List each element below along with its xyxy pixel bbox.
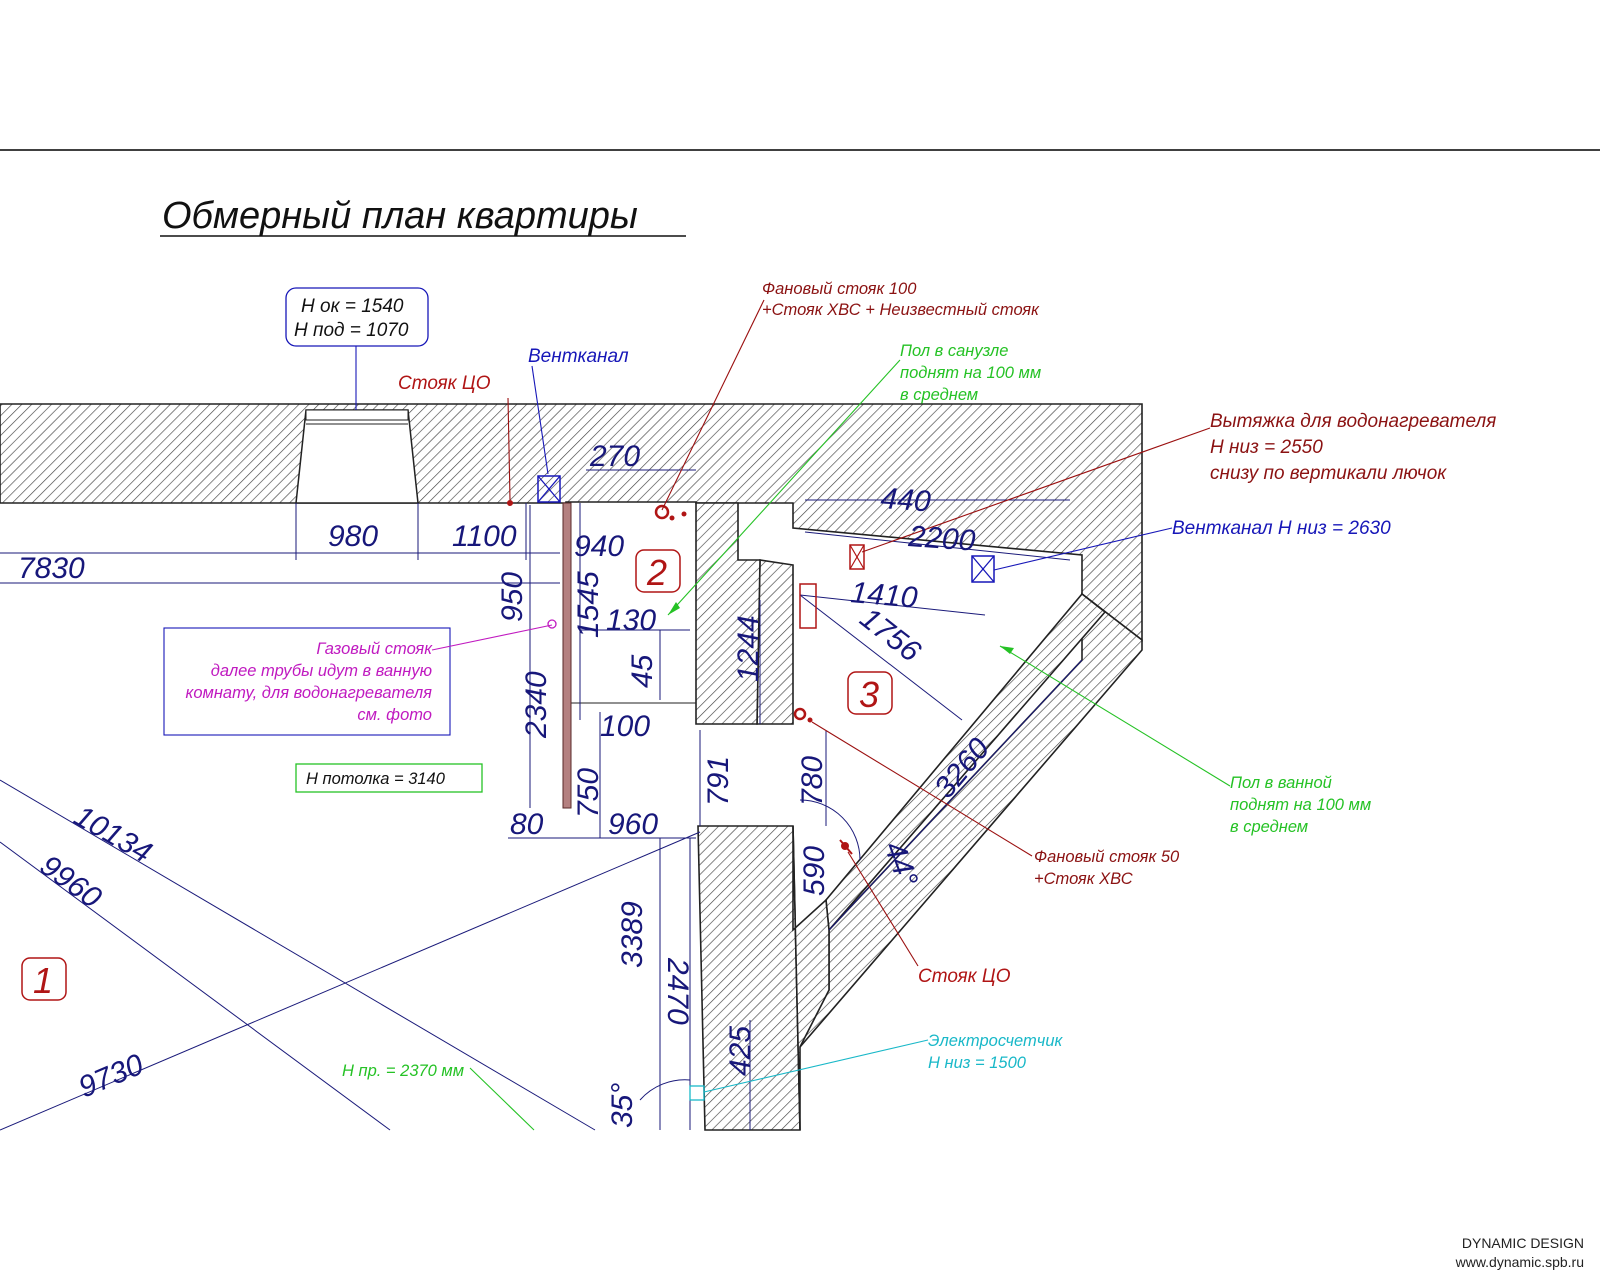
footer-company: DYNAMIC DESIGN — [1462, 1235, 1584, 1251]
leader-riser-co-top — [507, 397, 511, 501]
label-floor-wc-line3: в среднем — [900, 386, 978, 404]
dim-1100: 1100 — [452, 520, 517, 553]
leader-fan-50 — [811, 721, 1033, 857]
dim-130: 130 — [606, 604, 656, 637]
leader-vent-right — [993, 527, 1173, 571]
dim-1410: 1410 — [849, 576, 919, 615]
dimension-lines — [0, 469, 1083, 1131]
dim-270: 270 — [589, 440, 640, 473]
label-fan-100-line2: +Стояк ХВС + Неизвестный стояк — [762, 301, 1040, 319]
leader-floor-bath — [999, 645, 1231, 787]
ceiling-height-callout: H потолка = 3140 — [295, 763, 483, 793]
dim-1545: 1545 — [572, 571, 605, 638]
svg-text:H потолка = 3140: H потолка = 3140 — [306, 770, 446, 788]
dim-780: 780 — [796, 756, 829, 806]
partition-strip — [562, 502, 572, 809]
svg-text:1: 1 — [33, 960, 53, 1001]
dim-750: 750 — [572, 768, 605, 818]
label-fan-50-line2: +Стояк ХВС — [1034, 870, 1133, 888]
vent-channel-icon — [537, 475, 561, 503]
label-floor-wc-line1: Пол в санузле — [900, 342, 1008, 360]
svg-text:2: 2 — [646, 552, 667, 593]
dim-960: 960 — [608, 808, 658, 841]
dim-100: 100 — [600, 710, 650, 743]
svg-text:комнату, для водонагревателя: комнату, для водонагревателя — [186, 684, 433, 702]
dim-7830: 7830 — [18, 552, 85, 585]
label-floor-bath-line1: Пол в ванной — [1230, 774, 1332, 792]
label-hood-line1: Вытяжка для водонагревателя — [1210, 411, 1496, 432]
corridor-wall-lower — [697, 825, 801, 1131]
meter-marker — [689, 1085, 705, 1101]
leader-h-pr — [469, 1067, 535, 1131]
fan-riser-50-icon — [793, 707, 813, 723]
svg-text:H ок = 1540: H ок = 1540 — [301, 296, 404, 317]
svg-text:3: 3 — [859, 674, 879, 715]
window-frame — [305, 409, 409, 421]
svg-text:далее трубы идут в ванную: далее трубы идут в ванную — [211, 662, 432, 680]
label-meter-line2: H низ = 1500 — [928, 1054, 1027, 1072]
label-fan-100-line1: Фановый стояк 100 — [762, 280, 917, 298]
vent-channel-right-icon — [971, 555, 995, 583]
dim-791: 791 — [702, 756, 735, 806]
window-height-callout: H ок = 1540 H под = 1070 — [285, 287, 429, 410]
dim-80: 80 — [510, 808, 544, 841]
label-floor-bath-line2: поднят на 100 мм — [1230, 796, 1371, 814]
fan-riser-100-icon — [654, 504, 687, 521]
gas-riser-callout: Газовый стояк далее трубы идут в ванную … — [163, 619, 557, 736]
svg-text:Газовый стояк: Газовый стояк — [316, 640, 433, 658]
dim-2470: 2470 — [661, 957, 694, 1025]
dim-940: 940 — [574, 530, 624, 563]
label-vent-right: Вентканал H низ = 2630 — [1172, 518, 1391, 539]
bathroom-wall-lower — [792, 825, 830, 1131]
leader-vent-top — [531, 365, 549, 475]
riser-co-icon — [507, 500, 513, 506]
label-meter-line1: Электросчетчик — [928, 1032, 1064, 1050]
label-hood-line3: снизу по вертикали лючок — [1210, 463, 1447, 484]
riser-co-lower-icon — [839, 839, 853, 855]
label-h-pr: H пр. = 2370 мм — [342, 1062, 464, 1080]
label-hood-line2: H низ = 2550 — [1210, 437, 1323, 458]
leader-floor-wc — [667, 359, 901, 616]
label-floor-wc-line2: поднят на 100 мм — [900, 364, 1041, 382]
dim-1244: 1244 — [732, 615, 765, 682]
dim-45: 45 — [626, 654, 659, 688]
leader-fan-100 — [661, 299, 765, 511]
leader-floor-wc-arrow — [668, 602, 680, 615]
dim-9730: 9730 — [74, 1048, 149, 1105]
label-riser-co-top: Стояк ЦО — [398, 373, 491, 394]
leader-riser-co-bottom — [847, 851, 919, 967]
label-floor-bath-line3: в среднем — [1230, 818, 1308, 836]
label-riser-co-bottom: Стояк ЦО — [918, 966, 1011, 987]
dim-440: 440 — [880, 482, 933, 518]
label-fan-50-line1: Фановый стояк 50 — [1034, 848, 1180, 866]
leader-meter — [703, 1039, 929, 1093]
room-number-1: 1 — [21, 957, 67, 1001]
dim-2340: 2340 — [520, 671, 553, 739]
dim-425: 425 — [724, 1026, 757, 1076]
electric-meter-box — [799, 583, 817, 629]
dim-980: 980 — [328, 520, 378, 553]
svg-text:см. фото: см. фото — [357, 706, 432, 724]
room-number-2: 2 — [635, 549, 681, 593]
dim-590: 590 — [798, 846, 831, 896]
dim-2200: 2200 — [907, 520, 977, 558]
dim-9960: 9960 — [34, 849, 108, 915]
leader-hood — [861, 427, 1211, 553]
dim-10134: 10134 — [69, 799, 158, 869]
dim-35-deg: 35° — [606, 1083, 639, 1128]
label-vent-top: Вентканал — [528, 346, 629, 367]
page-title: Обмерный план квартиры — [162, 195, 638, 237]
dim-3389: 3389 — [616, 901, 649, 968]
room-number-3: 3 — [847, 671, 893, 715]
footer-website: www.dynamic.spb.ru — [1455, 1254, 1584, 1270]
wc-wall-right — [695, 502, 761, 725]
hood-exhaust-icon — [849, 544, 865, 570]
svg-text:H под = 1070: H под = 1070 — [294, 320, 409, 341]
leader-floor-bath-arrow — [1000, 646, 1014, 654]
dim-950: 950 — [496, 572, 529, 622]
